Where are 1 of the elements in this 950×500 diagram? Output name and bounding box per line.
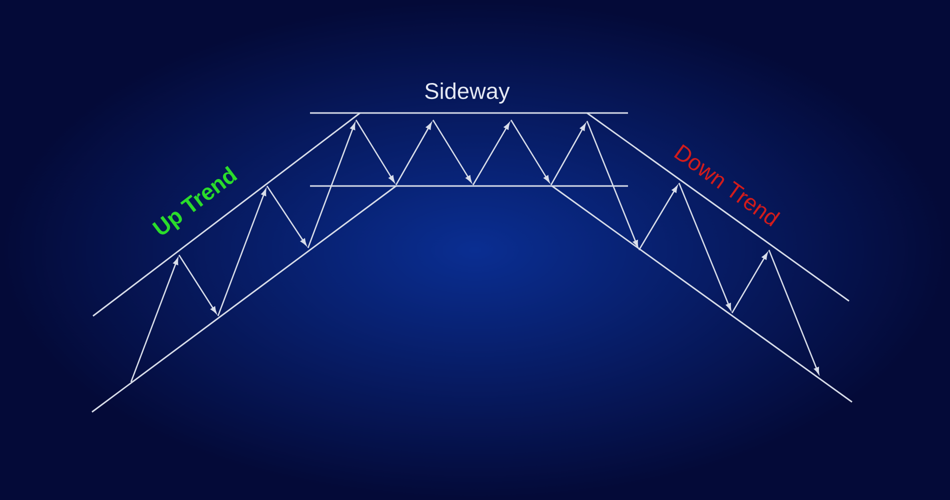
section-label: Sideway	[425, 82, 510, 104]
